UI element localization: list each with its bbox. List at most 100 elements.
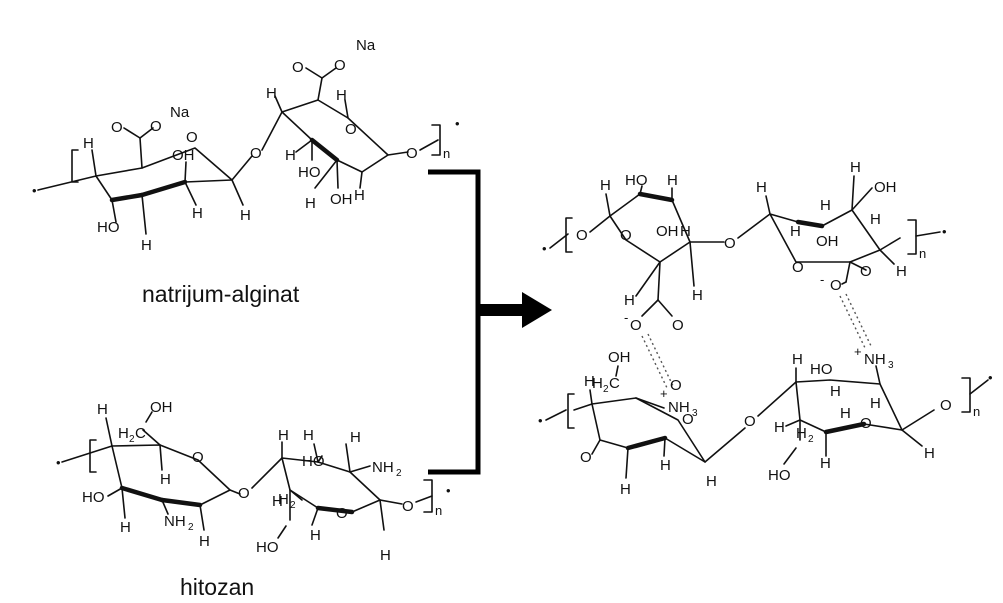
complex-alg-glyco-bond-2: [737, 213, 771, 239]
alginate-h-bond-1: [91, 149, 97, 177]
complex-alg-h-10: H: [870, 211, 881, 228]
complex-chi-h-9: H: [774, 419, 785, 436]
chitosan-right-bracket: [423, 479, 433, 513]
alginate-oh-1: OH: [172, 147, 195, 164]
alginate-end-bond: [387, 151, 409, 156]
complex-chi-h-8: H: [870, 395, 881, 412]
complex-chi-dot-right: •: [988, 370, 993, 385]
chitosan-ch2-bond: [142, 429, 161, 446]
chitosan-h-7: H: [350, 429, 361, 446]
complex-alg-coo-o-double-2: O: [860, 263, 872, 280]
chitosan-nh2-2: NH: [372, 459, 394, 476]
chitosan-h2c-1: H: [118, 425, 129, 442]
chitosan-chain-dot-right: •: [446, 483, 451, 498]
complex-chi-o-left: O: [580, 449, 592, 466]
complex-chitosan-part: • O H OH H 2 C O H H H + NH 3 O O O: [538, 344, 993, 498]
alginate-glyco-o: O: [250, 145, 262, 162]
complex-chi-nh3-1: NH: [668, 399, 690, 416]
complex-chi-nh3-bond-2: [875, 365, 881, 385]
complex-alg-oh-4: OH: [874, 179, 897, 196]
alginate-name-label: natrijum-alginat: [142, 281, 300, 307]
complex-alg-h-6: H: [756, 179, 767, 196]
chitosan-h2c-1-c: C: [135, 425, 146, 442]
chitosan-nh2-bond: [161, 499, 169, 515]
merge-bracket: [428, 169, 481, 475]
alginate-h-bond-2: [141, 194, 147, 235]
alginate-left-bracket: [71, 149, 79, 183]
alginate-cooh-bond-2: [317, 77, 323, 101]
complex-alg-oh-2: OH: [656, 223, 679, 240]
complex-chi-dot-left: •: [538, 413, 543, 428]
complex-alg-coo-o-minus: O: [630, 317, 642, 334]
complex-alg-glyco-o: O: [724, 235, 736, 252]
alginate-ring1-oxygen: O: [186, 129, 198, 146]
complex-chi-ring1-o: O: [682, 411, 694, 428]
chitosan-h-9: H: [272, 493, 283, 510]
chitosan-h-bond-10: [311, 507, 319, 526]
complex-alg-end-bond: [879, 237, 901, 251]
complex-chi-h2c-2: H: [796, 425, 807, 442]
alginate-h-5: H: [266, 85, 277, 102]
complex-chi-plus-2: +: [854, 344, 862, 359]
complex-chi-h-3: H: [660, 457, 671, 474]
chitosan-chain-start-bond: [61, 445, 113, 463]
chitosan-oh-2: HO: [302, 453, 325, 470]
sodium-alginate-structure: • O H HO H OH H H O O Na O O H: [32, 37, 460, 307]
complex-chi-ch2oh-bond-2: [783, 447, 797, 465]
complex-alg-h-bond-5: [689, 241, 695, 287]
alginate-h-4: H: [240, 207, 251, 224]
complex-chi-h-7: H: [840, 405, 851, 422]
chitosan-glyco-bond-2: [251, 457, 283, 489]
complex-alg-h-9: H: [850, 159, 861, 176]
complex-chi-ho-3: HO: [768, 467, 791, 484]
chitosan-h2c-2: H: [278, 491, 289, 508]
complex-alg-ring2-bold: [795, 219, 825, 229]
complex-chi-h2c-2-sub: 2: [808, 434, 814, 445]
chitosan-left-bracket: [89, 439, 97, 473]
complex-alg-h-11: H: [896, 263, 907, 280]
alginate-ring1-bold-bond-2: [139, 179, 188, 198]
complex-alg-coo-o-minus-2: O: [830, 277, 842, 294]
complex-chi-chain-end: [969, 379, 989, 395]
chitosan-h-6: H: [303, 427, 314, 444]
chitosan-ring1-oxygen: O: [192, 449, 204, 466]
complex-chi-h-6: H: [830, 383, 841, 400]
chitosan-h-8: H: [380, 547, 391, 564]
alginate-ring1-bold-bond: [109, 192, 145, 203]
alginate-carbonyl-o-2: O: [292, 59, 304, 76]
complex-alg-coo-single: [641, 299, 659, 317]
complex-alg-h-1: H: [600, 177, 611, 194]
alginate-na-1: Na: [170, 104, 190, 121]
complex-chi-glyco-o: O: [744, 413, 756, 430]
complex-alg-dot-left: •: [542, 241, 547, 256]
complex-alg-start-o: O: [576, 227, 588, 244]
alginate-ring2-oxygen: O: [345, 121, 357, 138]
alginate-oh-bond-3: [336, 159, 339, 189]
complex-chi-nh3-2: NH: [864, 351, 886, 368]
chitosan-end-o: O: [402, 498, 414, 515]
chitosan-n: n: [435, 503, 442, 518]
complex-alg-ring2-o: O: [792, 259, 804, 276]
complex-chi-left-bracket: [567, 393, 575, 429]
chitosan-h-3: H: [160, 471, 171, 488]
chitosan-ho-1: HO: [82, 489, 105, 506]
alginate-co-double-2: [305, 67, 323, 79]
alginate-ho-1: HO: [97, 219, 120, 236]
complex-chi-ring1-bold: [625, 435, 668, 451]
complex-chi-h-2: H: [620, 481, 631, 498]
ionic-interactions: [641, 293, 873, 391]
complex-alg-h-3: H: [680, 223, 691, 240]
complex-chi-end-o: O: [940, 397, 952, 414]
complex-alg-ring1-o: O: [620, 227, 632, 244]
alginate-ho-bond: [111, 199, 117, 223]
chitosan-h-bond-3: [159, 444, 163, 471]
chitosan-ring1: [111, 444, 231, 506]
complex-alg-h-bond-1: [605, 193, 611, 217]
alginate-oh-2: OH: [330, 191, 353, 208]
chitosan-ch2oh-bond-2: [277, 525, 287, 539]
alginate-n: n: [443, 146, 450, 161]
chitosan-h-bond-9: [289, 489, 303, 501]
complex-chi-end-bond: [901, 409, 935, 431]
alginate-h-bond-9: [344, 99, 349, 119]
